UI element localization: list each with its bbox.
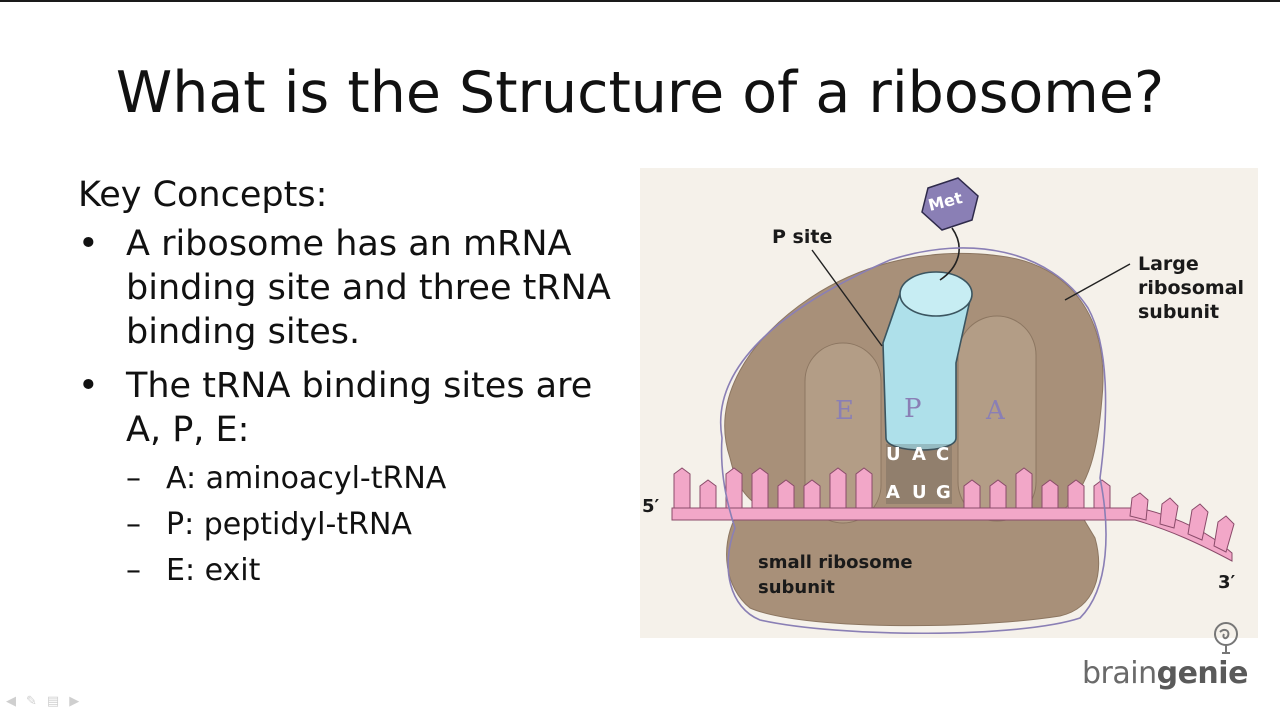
pen-icon[interactable]: ✎	[26, 694, 37, 709]
p-site-label: P site	[772, 226, 833, 248]
brand-wordmark: braingenie	[1082, 656, 1248, 692]
slide-top-border	[0, 0, 1280, 2]
bullet-text: The tRNA binding sites are A, P, E:	[126, 366, 593, 450]
bullet-text: A ribosome has an mRNA binding site and …	[126, 224, 611, 352]
anticodon-base: C	[936, 444, 950, 465]
ribosome-figure: Met P site Large ribosomal subunit small…	[640, 168, 1258, 638]
brand-name-bold: genie	[1156, 656, 1249, 691]
base-pair-region	[886, 444, 952, 504]
anticodon-base: A	[912, 444, 926, 465]
slide-nav-controls: ◀ ✎ ▤ ▶	[6, 694, 79, 709]
brain-icon	[1214, 622, 1238, 654]
sub-item: – A: aminoacyl-tRNA	[126, 456, 638, 502]
five-prime-label: 5′	[642, 496, 660, 517]
small-subunit-label: small ribosome subunit	[758, 550, 913, 600]
large-subunit-leader	[1064, 263, 1131, 301]
trna-top	[899, 271, 973, 317]
codon-base: A	[886, 482, 900, 503]
trna-shape	[882, 287, 971, 451]
codon-base: U	[912, 482, 927, 503]
braingenie-logo: braingenie	[1078, 620, 1268, 692]
ribosome-diagram	[671, 177, 1235, 635]
next-icon[interactable]: ▶	[69, 694, 80, 709]
sub-item-dash: –	[126, 507, 141, 542]
previous-icon[interactable]: ◀	[6, 694, 16, 709]
sub-list: – A: aminoacyl-tRNA – P: peptidyl-tRNA –…	[126, 456, 638, 594]
three-prime-label: 3′	[1218, 572, 1236, 593]
sub-item-dash: –	[126, 461, 141, 496]
sub-item-dash: –	[126, 553, 141, 588]
met-hexagon	[921, 177, 979, 231]
bullet-dot: •	[78, 224, 99, 264]
key-concepts-section: Key Concepts: • A ribosome has an mRNA b…	[78, 172, 638, 604]
large-subunit-label: Large ribosomal subunit	[1138, 252, 1244, 324]
slide-title: What is the Structure of a ribosome?	[115, 60, 1165, 126]
bullet-dot: •	[78, 366, 99, 406]
large-subunit-line: Large	[1138, 253, 1199, 275]
sub-item-text: E: exit	[166, 553, 261, 588]
small-subunit-line: small ribosome	[758, 552, 913, 573]
a-site-groove	[957, 315, 1037, 522]
brand-name-light: brain	[1082, 656, 1157, 691]
bullet-item: • The tRNA binding sites are A, P, E: – …	[78, 364, 638, 594]
bullet-item: • A ribosome has an mRNA binding site an…	[78, 222, 638, 354]
e-site-mark: E	[835, 396, 854, 426]
pen-outline	[719, 247, 1107, 635]
a-site-mark: A	[986, 396, 1005, 426]
sub-item-text: P: peptidyl-tRNA	[166, 507, 412, 542]
large-subunit-line: ribosomal	[1138, 277, 1245, 299]
p-site-mark: P	[904, 394, 922, 424]
small-subunit-shape	[726, 512, 1100, 627]
met-linker	[939, 227, 960, 281]
key-concepts-heading: Key Concepts:	[78, 175, 328, 215]
sub-item-text: A: aminoacyl-tRNA	[166, 461, 447, 496]
menu-icon[interactable]: ▤	[46, 694, 60, 709]
large-subunit-line: subunit	[1138, 301, 1220, 323]
anticodon-base: U	[886, 444, 901, 465]
p-site-leader	[811, 249, 883, 347]
small-subunit-line: subunit	[758, 577, 835, 598]
sub-item: – P: peptidyl-tRNA	[126, 502, 638, 548]
mrna-bases	[673, 467, 1235, 553]
sub-item: – E: exit	[126, 548, 638, 594]
codon-base: G	[936, 482, 951, 503]
